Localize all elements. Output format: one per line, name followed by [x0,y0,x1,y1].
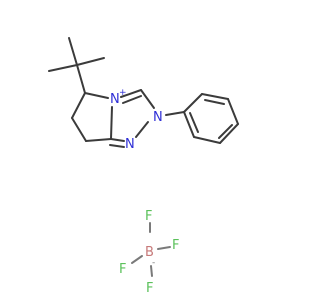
bond-c5-n [84,92,109,99]
bond-ph-4 [219,123,239,144]
bond-ph-d2 [218,124,233,139]
atom-f-top: F [145,209,152,224]
bond-ph-d1 [204,99,225,105]
bonds [48,37,239,277]
bond-tbu-4 [76,64,86,94]
bond-n1-c8a [110,138,125,142]
atom-b: B [145,245,154,260]
charge-plus: + [119,88,127,98]
bond-n2-n1 [135,121,149,138]
charge-minus: - [152,258,155,268]
bond-b-fbottom [150,265,153,277]
bond-ph-6 [183,111,195,138]
bond-b-fright [157,246,171,250]
bond-ph-1 [183,93,203,113]
bond-tbu-2 [48,64,78,72]
bond-ph-2 [201,93,229,100]
bond-n2-ph [165,111,185,116]
atom-f-left: F [119,262,126,277]
atom-labels: N + N N B - F F F F [110,88,179,296]
bond-c8a-n [110,106,113,140]
atom-f-right: F [172,238,179,253]
atom-n2: N [153,110,163,125]
bond-c3-n2 [140,89,155,109]
atom-f-bottom: F [146,281,153,296]
atom-n-cation: N [110,92,120,107]
bond-c7-c8a [85,138,112,142]
bond-ph-d3 [189,112,199,133]
atom-n1: N [125,137,135,152]
bond-n-c3 [120,89,142,98]
bond-c5-c6 [71,92,86,119]
bond-n1-c8a-double [109,144,125,148]
structure-diagram: N + N N B - F F F F [48,37,239,296]
bond-n-c3-double [122,95,142,104]
bond-ph-3 [227,98,239,125]
bond-ph-5 [193,136,221,144]
bond-b-fleft [131,255,143,264]
bond-tbu-1 [68,37,78,66]
bond-c6-c7 [71,117,87,142]
bond-tbu-3 [76,57,105,66]
